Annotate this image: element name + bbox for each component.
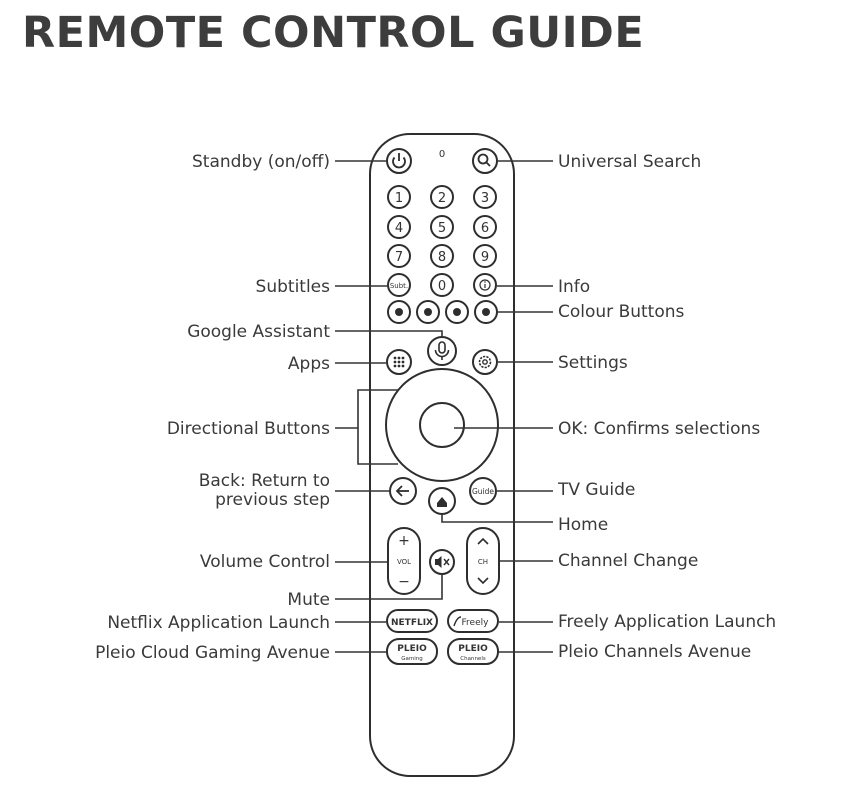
chevron-down-icon — [477, 577, 489, 585]
mute-icon — [435, 556, 450, 568]
digit-button-4[interactable]: 4 — [387, 215, 411, 239]
colour-button-yellow[interactable] — [445, 300, 469, 324]
channel-rocker[interactable]: CH — [466, 527, 500, 595]
digit-button-8[interactable]: 8 — [430, 244, 454, 268]
freely-logo-icon — [453, 616, 462, 627]
svg-text:8: 8 — [438, 250, 446, 265]
colour-button-blue[interactable] — [474, 300, 498, 324]
ok-button[interactable] — [419, 402, 465, 448]
label-ok: OK: Confirms selections — [558, 419, 760, 439]
freely-button[interactable]: Freely — [447, 609, 499, 633]
label-tv-guide: TV Guide — [557, 480, 635, 500]
svg-text:NETFLIX: NETFLIX — [391, 618, 433, 628]
pleio-gaming-button[interactable]: PLEIO Gaming — [386, 638, 438, 665]
svg-text:3: 3 — [481, 191, 489, 206]
netflix-button[interactable]: NETFLIX — [386, 609, 438, 633]
label-subtitles: Subtitles — [256, 277, 331, 297]
colour-button-red[interactable] — [387, 300, 411, 324]
home-button[interactable] — [428, 487, 456, 515]
leader-lines — [335, 160, 553, 653]
digit-button-0[interactable]: 0 — [430, 273, 454, 297]
digit-button-5[interactable]: 5 — [430, 215, 454, 239]
volume-label: VOL — [397, 558, 411, 566]
led-indicator: 0 — [439, 149, 445, 160]
svg-text:Freely: Freely — [462, 618, 490, 628]
channel-label: CH — [478, 558, 488, 566]
volume-down-label: − — [398, 574, 410, 590]
info-button[interactable] — [473, 273, 497, 297]
digit-button-1[interactable]: 1 — [387, 185, 411, 209]
tv-guide-button[interactable]: Guide — [469, 477, 497, 505]
digit-button-7[interactable]: 7 — [387, 244, 411, 268]
svg-text:PLEIO: PLEIO — [397, 644, 427, 654]
chevron-up-icon — [477, 537, 489, 545]
remote-body — [369, 133, 515, 777]
pleio-channels-button[interactable]: PLEIO Channels — [447, 638, 499, 665]
mute-button[interactable] — [429, 549, 455, 575]
apps-button[interactable] — [386, 349, 412, 375]
svg-text:0: 0 — [438, 279, 446, 294]
label-netflix: Netflix Application Launch — [107, 613, 330, 633]
microphone-icon — [434, 341, 450, 360]
label-freely: Freely Application Launch — [558, 612, 776, 632]
home-icon — [437, 497, 447, 507]
svg-text:6: 6 — [481, 221, 489, 236]
label-standby: Standby (on/off) — [192, 152, 330, 172]
volume-up-label: + — [398, 533, 410, 549]
label-home: Home — [558, 515, 608, 535]
google-assistant-button[interactable] — [427, 336, 457, 366]
label-back-line2: previous step — [215, 490, 330, 510]
label-directional: Directional Buttons — [167, 419, 330, 439]
label-back-line1: Back: Return to — [199, 471, 330, 491]
search-icon — [477, 153, 491, 167]
digit-button-9[interactable]: 9 — [473, 244, 497, 268]
svg-text:9: 9 — [481, 250, 489, 265]
standby-button[interactable] — [386, 148, 412, 174]
label-apps: Apps — [288, 354, 330, 374]
arrow-left-icon — [395, 485, 409, 497]
settings-button[interactable] — [472, 349, 498, 375]
back-button[interactable] — [389, 477, 417, 505]
label-pleio-channels: Pleio Channels Avenue — [558, 642, 751, 662]
svg-text:Channels: Channels — [460, 656, 486, 662]
label-colour-buttons: Colour Buttons — [558, 302, 685, 322]
colour-button-green[interactable] — [416, 300, 440, 324]
svg-text:7: 7 — [395, 250, 403, 265]
label-universal-search: Universal Search — [558, 152, 701, 172]
search-button[interactable] — [472, 148, 498, 174]
svg-text:Subt.: Subt. — [390, 282, 408, 290]
label-channel: Channel Change — [558, 551, 698, 571]
power-icon — [392, 153, 406, 169]
svg-text:Gaming: Gaming — [401, 656, 423, 662]
svg-text:2: 2 — [438, 191, 446, 206]
subtitles-button[interactable]: Subt. — [387, 273, 411, 297]
volume-rocker[interactable]: + VOL − — [387, 527, 421, 595]
label-volume: Volume Control — [200, 552, 330, 572]
svg-text:PLEIO: PLEIO — [458, 644, 488, 654]
page-title: REMOTE CONTROL GUIDE — [22, 8, 645, 58]
label-settings: Settings — [558, 353, 628, 373]
digit-button-6[interactable]: 6 — [473, 215, 497, 239]
digit-button-2[interactable]: 2 — [430, 185, 454, 209]
info-icon — [479, 279, 491, 291]
svg-text:Guide: Guide — [472, 487, 494, 496]
label-info: Info — [558, 277, 590, 297]
svg-text:5: 5 — [438, 221, 446, 236]
digit-button-3[interactable]: 3 — [473, 185, 497, 209]
apps-grid-icon — [393, 356, 405, 368]
label-pleio-gaming: Pleio Cloud Gaming Avenue — [95, 643, 330, 663]
svg-text:1: 1 — [395, 191, 403, 206]
svg-text:4: 4 — [395, 221, 403, 236]
gear-icon — [478, 355, 492, 369]
label-mute: Mute — [287, 590, 330, 610]
label-google-assistant: Google Assistant — [187, 322, 330, 342]
